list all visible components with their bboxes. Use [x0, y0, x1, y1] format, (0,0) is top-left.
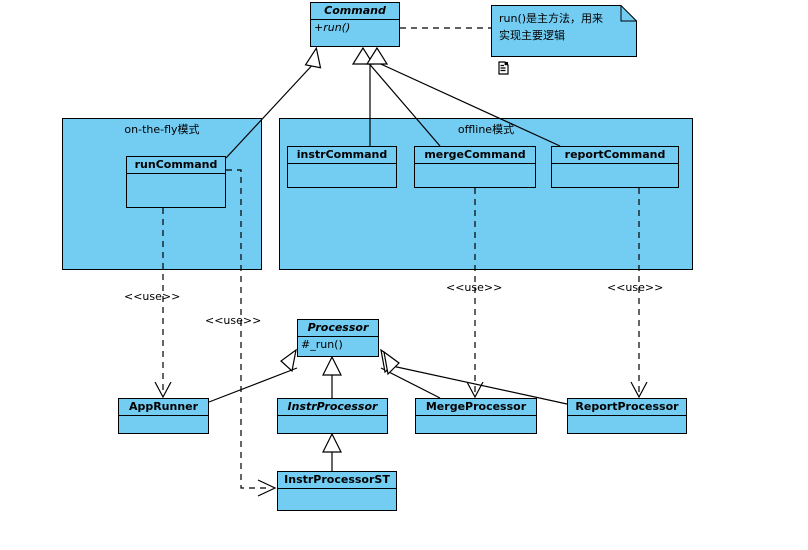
dependency-arrowhead	[466, 381, 484, 399]
dependency-arrowhead	[630, 381, 648, 399]
generalization-mergecommand-command	[365, 59, 441, 147]
generalization-arrowhead	[280, 348, 297, 373]
dependency-runcommand-instrprocessorst	[226, 169, 269, 489]
class-title: instrCommand	[288, 147, 396, 164]
note-line-2: 实现主要逻辑	[499, 29, 565, 42]
generalization-reportcommand-command	[371, 59, 561, 147]
class-mergecommand[interactable]: mergeCommand	[414, 146, 536, 188]
class-members: +run()	[314, 21, 351, 34]
generalization-arrowhead	[304, 46, 322, 69]
edge-label-use-mergeprocessor: <<use>>	[446, 281, 503, 294]
class-instrcommand[interactable]: instrCommand	[287, 146, 397, 188]
generalization-apprunner-processor	[208, 367, 298, 403]
class-title: InstrProcessorST	[278, 472, 396, 489]
class-title: mergeCommand	[415, 147, 535, 164]
generalization-arrowhead	[322, 432, 342, 453]
class-title: reportCommand	[552, 147, 678, 164]
note-run-description[interactable]: run()是主方法，用来 实现主要逻辑	[491, 5, 637, 57]
class-title: runCommand	[127, 157, 225, 174]
class-reportprocessor[interactable]: ReportProcessor	[567, 398, 687, 434]
package-offline[interactable]: offline模式	[279, 118, 693, 270]
edge-label-use-reportprocessor: <<use>>	[607, 281, 664, 294]
note-text: run()是主方法，用来 实现主要逻辑	[499, 10, 623, 44]
generalization-arrowhead	[383, 350, 400, 376]
class-title: MergeProcessor	[416, 399, 536, 416]
package-label: on-the-fly模式	[124, 123, 200, 136]
dependency-arrowhead	[154, 381, 172, 399]
package-label: offline模式	[457, 123, 515, 136]
class-instrprocessorst[interactable]: InstrProcessorST	[277, 471, 397, 511]
generalization-arrowhead	[351, 46, 375, 65]
class-title: Processor	[298, 320, 378, 337]
class-reportcommand[interactable]: reportCommand	[551, 146, 679, 188]
generalization-arrowhead	[322, 355, 342, 376]
class-members: #_run()	[301, 338, 343, 351]
class-apprunner[interactable]: AppRunner	[118, 398, 209, 434]
document-icon	[498, 60, 510, 75]
note-line-1: run()是主方法，用来	[499, 12, 604, 25]
class-title: InstrProcessor	[278, 399, 387, 416]
class-command[interactable]: Command +run()	[310, 2, 400, 47]
class-title: ReportProcessor	[568, 399, 686, 416]
class-title: AppRunner	[119, 399, 208, 416]
class-runcommand[interactable]: runCommand	[126, 156, 226, 208]
edge-label-use-apprunner: <<use>>	[124, 290, 181, 303]
generalization-arrowhead	[365, 46, 389, 65]
document-icon-glyph	[498, 61, 509, 75]
note-shape	[491, 5, 637, 57]
class-processor[interactable]: Processor #_run()	[297, 319, 379, 357]
generalization-runcommand-command	[225, 59, 318, 159]
edge-label-use-instrprocessorst: <<use>>	[205, 314, 262, 327]
class-title: Command	[311, 3, 399, 20]
generalization-mergeprocessor-processor	[380, 367, 441, 399]
dependency-arrowhead	[257, 479, 277, 497]
package-on-the-fly[interactable]: on-the-fly模式	[62, 118, 262, 270]
class-instrprocessor[interactable]: InstrProcessor	[277, 398, 388, 434]
generalization-reportprocessor-processor	[382, 363, 568, 405]
class-mergeprocessor[interactable]: MergeProcessor	[415, 398, 537, 434]
